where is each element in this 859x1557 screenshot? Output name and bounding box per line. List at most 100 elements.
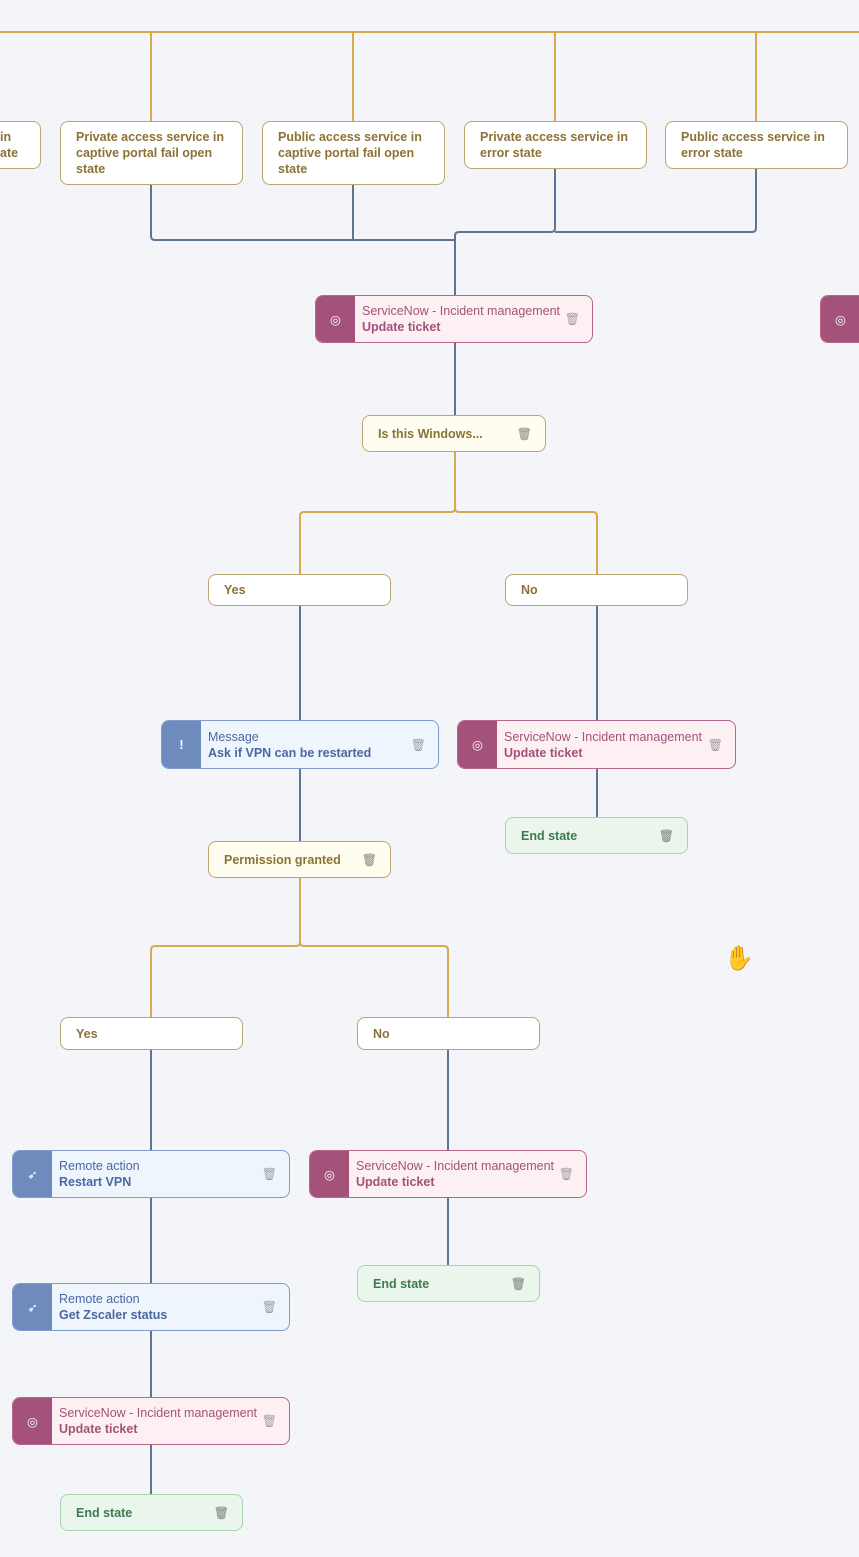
node-type: Message bbox=[208, 729, 259, 744]
label-line: No bbox=[373, 1026, 390, 1041]
node-label: End state bbox=[373, 1277, 429, 1291]
condition-node[interactable]: Yes bbox=[208, 574, 391, 606]
connector bbox=[299, 452, 456, 574]
condition-node[interactable]: Private access service in error state bbox=[464, 121, 647, 169]
trash-icon[interactable]: 🗑 bbox=[516, 426, 532, 441]
label-line: state bbox=[278, 162, 308, 176]
node-label: Yes bbox=[76, 1026, 98, 1042]
end-state-node[interactable]: End state 🗑 bbox=[357, 1265, 540, 1302]
condition-node[interactable]: No bbox=[505, 574, 688, 606]
node-label: Private access service in captive portal … bbox=[76, 129, 224, 177]
connector bbox=[150, 878, 301, 1017]
connector bbox=[454, 169, 556, 295]
node-type: ServiceNow - Incident management bbox=[504, 729, 703, 744]
trash-icon[interactable]: 🗑 bbox=[261, 1414, 277, 1428]
label-line: Is this Windows... bbox=[378, 426, 483, 441]
rocket-icon: ➶ bbox=[13, 1284, 52, 1330]
connector bbox=[454, 507, 598, 574]
trash-icon[interactable]: 🗑 bbox=[261, 1167, 277, 1181]
label-line: in bbox=[0, 130, 12, 144]
end-state-node[interactable]: End state 🗑 bbox=[60, 1494, 243, 1531]
connector bbox=[150, 185, 455, 241]
node-label: End state bbox=[521, 829, 577, 843]
trash-icon[interactable]: 🗑 bbox=[361, 852, 377, 867]
node-label: in ate bbox=[0, 129, 18, 161]
condition-node[interactable]: Private access service in captive portal … bbox=[60, 121, 243, 185]
servicenow-icon: ◎ bbox=[821, 296, 859, 342]
trash-icon[interactable]: 🗑 bbox=[658, 828, 674, 843]
end-state-node[interactable]: End state 🗑 bbox=[505, 817, 688, 854]
label-line: error state bbox=[681, 146, 743, 160]
label-line: No bbox=[521, 583, 538, 597]
node-title: Ask if VPN can be restarted bbox=[208, 745, 372, 760]
rocket-icon: ➶ bbox=[13, 1151, 52, 1197]
condition-node[interactable]: Is this Windows... 🗑 bbox=[362, 415, 546, 452]
node-type: Remote action bbox=[59, 1159, 140, 1173]
node-title: Get Zscaler status bbox=[59, 1308, 168, 1322]
hand-cursor-icon: ✋ bbox=[724, 945, 754, 972]
condition-node[interactable]: Yes bbox=[60, 1017, 243, 1050]
node-label: Permission granted bbox=[224, 852, 341, 868]
label-line: End state bbox=[373, 1276, 430, 1291]
servicenow-node[interactable]: ◎ bbox=[820, 295, 859, 343]
label-line: captive portal fail open bbox=[76, 146, 213, 160]
node-title: Restart VPN bbox=[59, 1175, 132, 1189]
node-type: Remote action bbox=[59, 1292, 140, 1306]
label-line: Yes bbox=[76, 1026, 98, 1041]
trash-icon[interactable]: 🗑 bbox=[558, 1167, 574, 1181]
label-line: ate bbox=[0, 146, 19, 160]
servicenow-icon: ◎ bbox=[13, 1398, 52, 1444]
label-line: Permission granted bbox=[224, 852, 341, 867]
trash-icon[interactable]: 🗑 bbox=[707, 737, 723, 752]
label-line: state bbox=[76, 162, 106, 176]
condition-node[interactable]: Permission granted 🗑 bbox=[208, 841, 391, 878]
node-label: Private access service in error state bbox=[480, 129, 628, 161]
connector bbox=[299, 941, 449, 1017]
node-title: Update ticket bbox=[504, 745, 583, 760]
label-line: Yes bbox=[224, 583, 246, 597]
node-label: No bbox=[373, 1026, 390, 1042]
node-label: End state bbox=[76, 1506, 132, 1520]
node-label: Is this Windows... bbox=[378, 426, 483, 442]
condition-node[interactable]: in ate bbox=[0, 121, 41, 169]
node-label: Yes bbox=[224, 582, 246, 598]
trash-icon[interactable]: 🗑 bbox=[564, 312, 580, 326]
node-title: Update ticket bbox=[362, 320, 441, 334]
condition-node[interactable]: No bbox=[357, 1017, 540, 1050]
condition-node[interactable]: Public access service in captive portal f… bbox=[262, 121, 445, 185]
node-label: No bbox=[521, 582, 538, 598]
label-line: End state bbox=[521, 828, 578, 843]
label-line: captive portal fail open bbox=[278, 146, 415, 160]
trash-icon[interactable]: 🗑 bbox=[410, 737, 426, 752]
label-line: Public access service in bbox=[278, 130, 422, 144]
label-line: error state bbox=[480, 146, 542, 160]
servicenow-icon: ◎ bbox=[310, 1151, 349, 1197]
trash-icon[interactable]: 🗑 bbox=[213, 1505, 229, 1520]
node-label: Public access service in captive portal f… bbox=[278, 129, 422, 177]
trash-icon[interactable]: 🗑 bbox=[261, 1300, 277, 1314]
servicenow-icon: ◎ bbox=[316, 296, 355, 342]
label-line: Private access service in bbox=[480, 130, 629, 144]
connector bbox=[555, 169, 757, 233]
trash-icon[interactable]: 🗑 bbox=[510, 1276, 526, 1291]
node-type: ServiceNow - Incident management bbox=[356, 1159, 555, 1173]
node-title: Update ticket bbox=[59, 1422, 138, 1436]
node-type: ServiceNow - Incident management bbox=[362, 304, 561, 318]
servicenow-icon: ◎ bbox=[458, 721, 497, 768]
label-line: Private access service in bbox=[76, 130, 225, 144]
